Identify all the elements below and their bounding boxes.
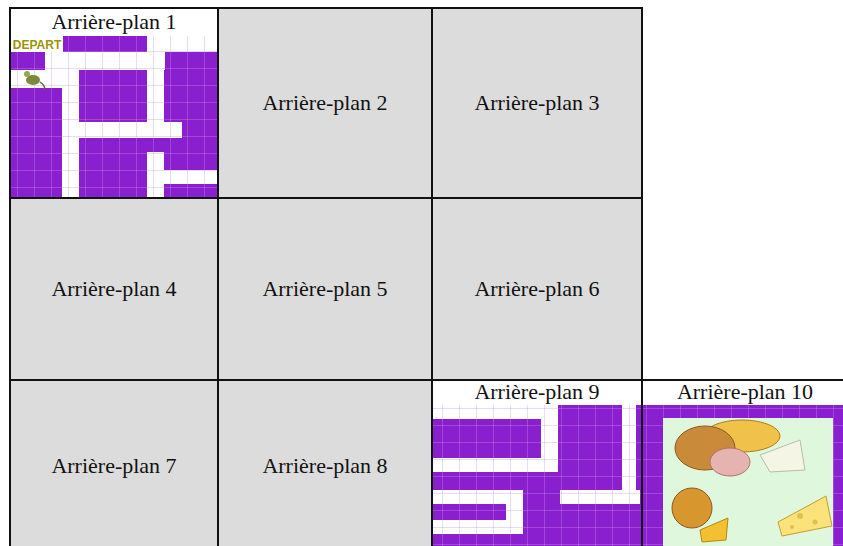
maze-grid <box>10 36 218 198</box>
table-cell: Arrière-plan 6 <box>431 197 643 381</box>
start-box: DEPART <box>11 37 63 52</box>
maze-picture <box>10 36 218 198</box>
cell-title: Arrière-plan 6 <box>474 277 599 301</box>
table-cell: Arrière-plan 8 <box>217 379 433 546</box>
sausage-slice <box>710 448 750 476</box>
cell-text-area: Arrière-plan 9 <box>433 381 641 404</box>
maze-path <box>11 36 63 52</box>
cell-text-area: Arrière-plan 2 <box>219 9 431 197</box>
maze-wall <box>642 405 843 546</box>
header-band <box>432 380 642 405</box>
cell-text-area: Arrière-plan 1 <box>11 9 217 35</box>
table-cell: Arrière-plan 4 <box>9 197 219 381</box>
maze-wall <box>432 405 642 546</box>
cheese-wedge <box>700 518 728 542</box>
cheese-wedge <box>778 496 832 536</box>
mouse-icon <box>24 71 45 90</box>
mouse-ear <box>24 71 30 77</box>
table-cell: Arrière-plan 5 <box>217 197 433 381</box>
cell-text-area: Arrière-plan 6 <box>433 199 641 379</box>
table-cell: Arrière-plan 7 <box>9 379 219 546</box>
cell-title: Arrière-plan 4 <box>51 277 176 301</box>
cell-title: Arrière-plan 3 <box>474 91 599 115</box>
header-band <box>10 8 218 36</box>
maze-grid <box>642 405 843 546</box>
cell-title: Arrière-plan 5 <box>262 277 387 301</box>
cell-title: Arrière-plan 1 <box>51 10 176 34</box>
cheese-wheel <box>672 488 712 528</box>
maze-grid <box>432 405 642 546</box>
header-band <box>642 380 843 405</box>
cheese-picture <box>642 405 843 546</box>
picture-cell: Arrière-plan 9 <box>431 379 643 546</box>
picture-cell: Arrière-plan 10 <box>641 379 843 546</box>
table-cell: Arrière-plan 2 <box>217 7 433 199</box>
cell-text-area: Arrière-plan 8 <box>219 381 431 546</box>
cell-title: Arrière-plan 7 <box>51 454 176 478</box>
cheese-ground <box>663 418 833 546</box>
picture-cell: Arrière-plan 1 <box>9 7 219 199</box>
cell-title: Arrière-plan 9 <box>474 380 599 404</box>
mouse-tail <box>40 82 45 90</box>
cell-text-area: Arrière-plan 3 <box>433 9 641 197</box>
cheese-slice <box>760 440 805 472</box>
cell-title: Arrière-plan 10 <box>677 380 813 404</box>
cell-title: Arrière-plan 8 <box>262 454 387 478</box>
cell-text-area: Arrière-plan 4 <box>11 199 217 379</box>
cheese-hole <box>790 525 794 529</box>
cell-text-area: Arrière-plan 5 <box>219 199 431 379</box>
maze-picture <box>432 405 642 546</box>
start-label: DEPART <box>13 39 61 51</box>
cheese-hole <box>813 520 818 525</box>
cell-text-area: Arrière-plan 7 <box>11 381 217 546</box>
table-cell: Arrière-plan 3 <box>431 7 643 199</box>
cell-title: Arrière-plan 2 <box>262 91 387 115</box>
cell-text-area: Arrière-plan 10 <box>643 381 843 404</box>
cheese-hole <box>797 513 803 519</box>
maze-wall <box>10 36 218 198</box>
